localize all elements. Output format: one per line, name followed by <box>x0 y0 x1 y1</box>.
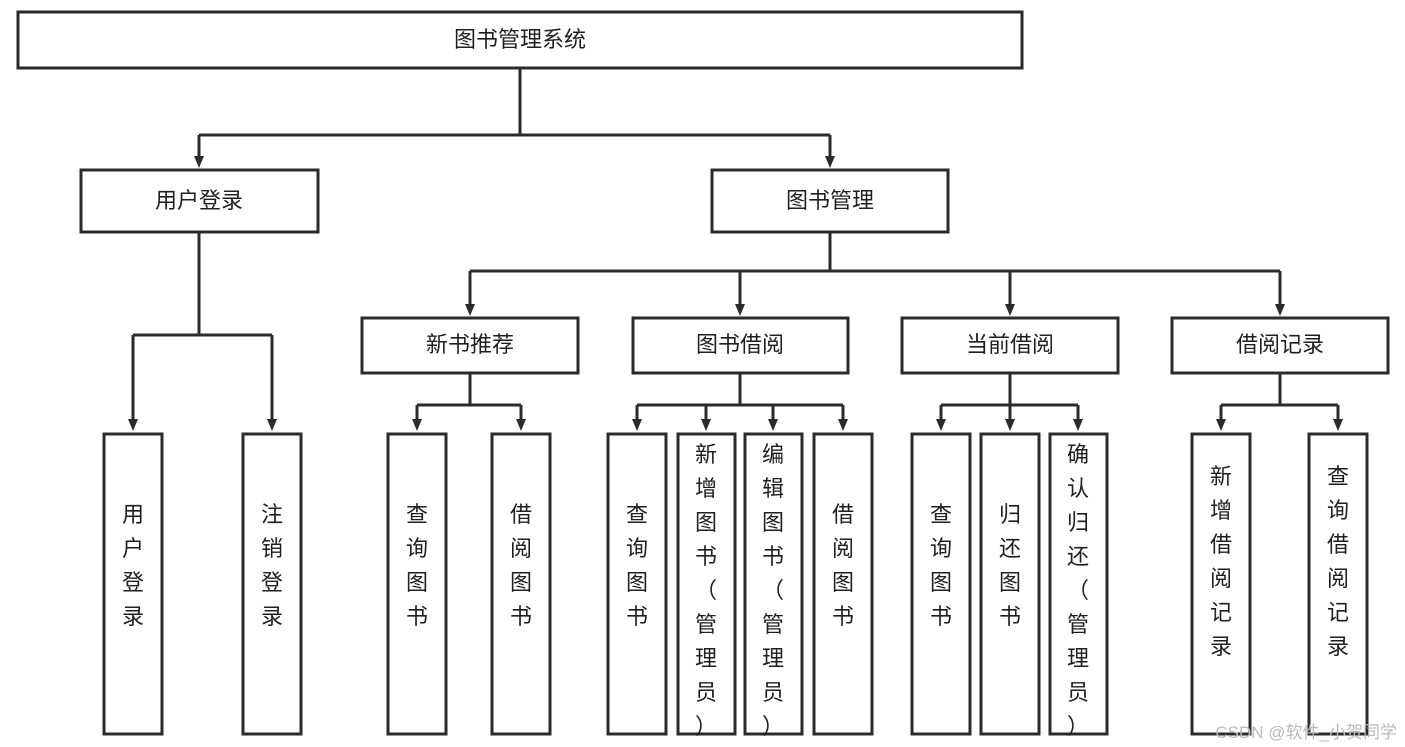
node-borrow-record-box[interactable] <box>1170 316 1390 375</box>
node-leaf-logout-box[interactable] <box>241 432 303 736</box>
node-borrow-record-label: 借阅记录 <box>1236 332 1324 357</box>
connector-group-book-manage <box>465 232 1285 316</box>
node-leaf-query-book-2-label: 查询图书 <box>626 502 648 629</box>
node-leaf-add-book[interactable]: 新增图书（管理员） <box>676 432 737 739</box>
node-leaf-query-book-2[interactable]: 查询图书 <box>606 432 668 736</box>
node-leaf-edit-book-label: 编辑图书（管理员） <box>762 442 784 739</box>
node-new-book-rec-label: 新书推荐 <box>426 332 514 357</box>
node-leaf-logout-label: 注销登录 <box>261 502 283 629</box>
node-leaf-query-record[interactable]: 查询借阅记录 <box>1307 432 1369 736</box>
node-leaf-query-book-3-box[interactable] <box>910 432 972 736</box>
node-leaf-confirm-return-label: 确认归还（管理员） <box>1067 442 1089 739</box>
node-leaf-edit-book[interactable]: 编辑图书（管理员） <box>743 432 804 739</box>
node-leaf-query-book-1-label: 查询图书 <box>406 502 428 629</box>
node-leaf-user-login-box[interactable] <box>102 432 164 736</box>
node-user-login-box[interactable] <box>79 168 320 234</box>
node-leaf-borrow-book-2-box[interactable] <box>812 432 874 736</box>
node-book-manage[interactable]: 图书管理 <box>710 168 950 234</box>
node-borrow-record[interactable]: 借阅记录 <box>1170 316 1390 375</box>
node-new-book-rec[interactable]: 新书推荐 <box>360 316 580 375</box>
node-root-label: 图书管理系统 <box>454 27 586 52</box>
connector-group-book-borrow <box>632 373 848 431</box>
node-leaf-query-book-2-box[interactable] <box>606 432 668 736</box>
node-leaf-return-book[interactable]: 归还图书 <box>979 432 1041 736</box>
node-leaf-add-record-label: 新增借阅记录 <box>1210 464 1232 659</box>
node-leaf-query-record-box[interactable] <box>1307 432 1369 736</box>
node-book-borrow-box[interactable] <box>631 316 850 375</box>
node-leaf-return-book-box[interactable] <box>979 432 1041 736</box>
node-leaf-add-record-box[interactable] <box>1190 432 1252 736</box>
connector-group-root <box>194 68 835 168</box>
node-leaf-query-book-3-label: 查询图书 <box>930 502 952 629</box>
connector-group-current-borrow <box>936 373 1083 431</box>
node-book-manage-box[interactable] <box>710 168 950 234</box>
node-book-manage-label: 图书管理 <box>786 188 874 213</box>
node-leaf-logout[interactable]: 注销登录 <box>241 432 303 736</box>
node-root-box[interactable] <box>16 10 1024 70</box>
node-leaf-add-book-label: 新增图书（管理员） <box>695 442 717 739</box>
node-leaf-edit-book-box[interactable] <box>743 432 804 736</box>
node-book-borrow-label: 图书借阅 <box>696 332 784 357</box>
node-root[interactable]: 图书管理系统 <box>16 10 1024 70</box>
connector-group-user-login <box>128 232 277 431</box>
watermark-text: CSDN @软件_小贺同学 <box>1215 723 1397 742</box>
node-user-login-label: 用户登录 <box>155 188 243 213</box>
node-leaf-borrow-book-1-label: 借阅图书 <box>510 502 532 629</box>
node-leaf-borrow-book-2-label: 借阅图书 <box>832 502 854 629</box>
node-leaf-add-record[interactable]: 新增借阅记录 <box>1190 432 1252 736</box>
connector-group-new-book-rec <box>412 373 526 431</box>
node-leaf-query-book-3[interactable]: 查询图书 <box>910 432 972 736</box>
node-leaf-query-record-label: 查询借阅记录 <box>1327 464 1349 659</box>
node-leaf-add-book-box[interactable] <box>676 432 737 736</box>
node-leaf-borrow-book-1-box[interactable] <box>490 432 552 736</box>
node-current-borrow-label: 当前借阅 <box>966 332 1054 357</box>
node-leaf-query-book-1-box[interactable] <box>386 432 448 736</box>
node-leaf-borrow-book-2[interactable]: 借阅图书 <box>812 432 874 736</box>
node-book-borrow[interactable]: 图书借阅 <box>631 316 850 375</box>
node-user-login[interactable]: 用户登录 <box>79 168 320 234</box>
node-current-borrow-box[interactable] <box>900 316 1120 375</box>
connector-group-borrow-record <box>1216 373 1343 431</box>
node-leaf-confirm-return[interactable]: 确认归还（管理员） <box>1048 432 1109 739</box>
node-leaf-confirm-return-box[interactable] <box>1048 432 1109 736</box>
node-current-borrow[interactable]: 当前借阅 <box>900 316 1120 375</box>
node-leaf-user-login[interactable]: 用户登录 <box>102 432 164 736</box>
node-leaf-user-login-label: 用户登录 <box>122 502 144 629</box>
node-leaf-return-book-label: 归还图书 <box>999 502 1021 629</box>
node-leaf-borrow-book-1[interactable]: 借阅图书 <box>490 432 552 736</box>
node-leaf-query-book-1[interactable]: 查询图书 <box>386 432 448 736</box>
node-new-book-rec-box[interactable] <box>360 316 580 375</box>
